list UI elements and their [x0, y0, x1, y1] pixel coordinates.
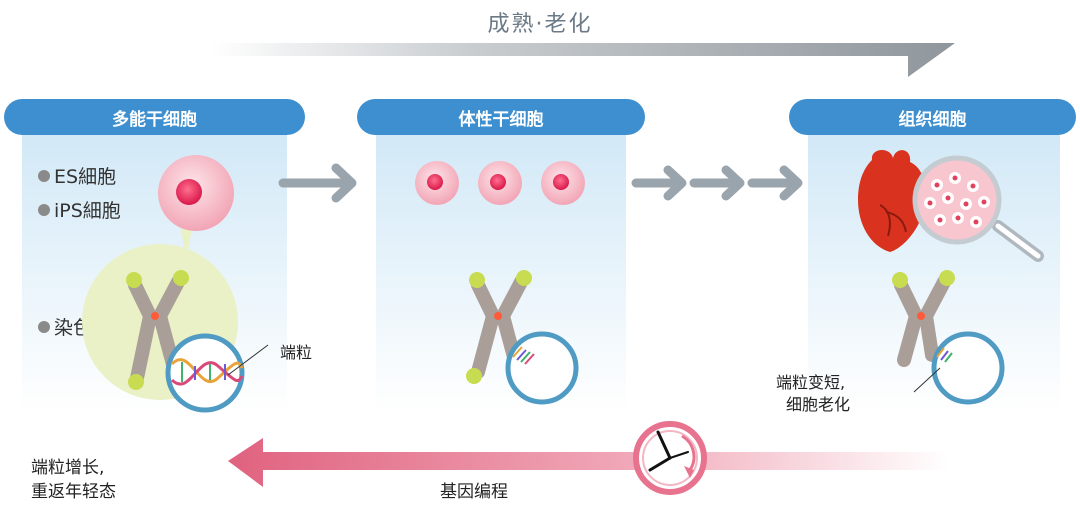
- bullet-ips-cell: iPS細胞: [38, 196, 121, 223]
- bullet-es-cell: ES細胞: [38, 162, 116, 189]
- shortening-label: 端粒变短, 细胞老化: [776, 372, 850, 416]
- stage-pluripotent-header: 多能干细胞: [4, 99, 305, 135]
- stage-somatic-stem-header: 体性干细胞: [357, 99, 645, 135]
- shortening-line-2: 细胞老化: [786, 395, 851, 414]
- maturation-aging-title: 成熟·老化: [487, 12, 593, 37]
- magnifier-icon: [912, 155, 1044, 262]
- stem-cells-icon: [415, 161, 585, 205]
- stage-tissue-label: 组织细胞: [898, 109, 967, 130]
- ips-cell-label: iPS細胞: [54, 200, 121, 222]
- bullet-dot-icon: [38, 169, 50, 182]
- es-cell-label: ES細胞: [54, 166, 117, 188]
- stage-pluripotent-label: 多能干细胞: [112, 109, 197, 130]
- stage-somatic-stem-label: 体性干细胞: [458, 109, 544, 130]
- elongation-line-2: 重返年轻态: [31, 482, 116, 502]
- clock-icon: [633, 421, 707, 495]
- elongation-line-1: 端粒增长,: [31, 458, 105, 478]
- elongation-label: 端粒增长, 重返年轻态: [31, 456, 116, 504]
- dna-helix-icon: [170, 358, 244, 386]
- heart-icon: [858, 149, 926, 252]
- bullet-dot-icon: [38, 203, 50, 216]
- shortening-line-1: 端粒变短,: [776, 373, 846, 392]
- telomere-label: 端粒: [280, 343, 313, 362]
- stage-tissue-header: 组织细胞: [789, 99, 1076, 135]
- telomere-zoom-circle: [165, 333, 245, 413]
- bullet-dot-icon: [38, 320, 50, 333]
- chromosome-icon: [892, 270, 955, 367]
- shortened-dna-icon: [936, 347, 953, 363]
- maturation-arrow: [210, 43, 955, 77]
- short-dna-icon: [512, 346, 535, 365]
- reprogramming-label: 基因编程: [440, 482, 508, 502]
- telomere-zoom-circle: [931, 331, 1005, 405]
